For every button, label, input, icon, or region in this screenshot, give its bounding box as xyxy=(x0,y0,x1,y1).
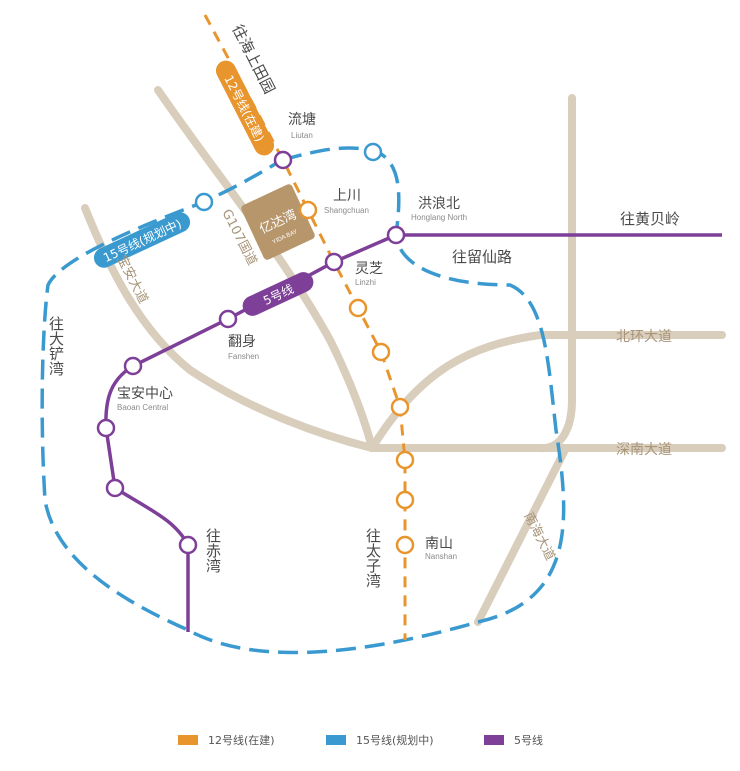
direction-dachanwan: 往大铲湾 xyxy=(47,316,65,376)
direction-chiwan: 往赤湾 xyxy=(204,528,222,573)
legend-label-line12: 12号线(在建) xyxy=(208,734,275,747)
label-shangchuan: 上川 xyxy=(333,188,361,204)
label-linzhi-en: Linzhi xyxy=(355,278,376,287)
station-line12-d[interactable] xyxy=(395,450,415,470)
label-fanshen-en: Fanshen xyxy=(228,352,259,361)
legend-item-line12: 12号线(在建) xyxy=(178,732,275,748)
label-baoan-central-en: Baoan Central xyxy=(117,403,168,412)
station-fanshen[interactable] xyxy=(218,309,238,329)
direction-dachanwan-text: 往大铲湾 xyxy=(47,316,65,376)
project-marker: 亿达湾 YIDA BAY xyxy=(241,184,315,260)
station-shangchuan[interactable] xyxy=(298,200,318,220)
legend-swatch-line12 xyxy=(178,735,198,745)
direction-chiwan-text: 往赤湾 xyxy=(204,528,222,573)
road-vertical xyxy=(536,94,576,453)
label-shangchuan-en: Shangchuan xyxy=(324,206,369,215)
legend-item-line5: 5号线 xyxy=(484,732,543,748)
label-honglangbei: 洪浪北 xyxy=(418,196,460,212)
road-label-beihuan: 北环大道 xyxy=(616,329,672,345)
legend: 12号线(在建) 15号线(规划中) 5号线 xyxy=(0,732,740,752)
legend-item-line15: 15号线(规划中) xyxy=(326,732,434,748)
line15-badge: 15号线(规划中) xyxy=(93,212,191,268)
station-line15-b[interactable] xyxy=(194,192,214,212)
metro-map: 15号线(规划中) 12号线(在建) 5号线 亿达湾 YIDA BAY xyxy=(40,14,726,655)
direction-huangbeiling: 往黄贝岭 xyxy=(620,210,680,228)
label-fanshen: 翻身 xyxy=(228,334,256,350)
label-nanshan: 南山 xyxy=(425,536,453,552)
station-baoan-central[interactable] xyxy=(123,356,143,376)
station-nanshan[interactable] xyxy=(395,535,415,555)
road-ring xyxy=(368,331,726,452)
station-line12-a[interactable] xyxy=(348,298,368,318)
direction-liuxian: 往留仙路 xyxy=(452,248,512,266)
station-line5-c[interactable] xyxy=(178,535,198,555)
station-line12-e[interactable] xyxy=(395,490,415,510)
stations xyxy=(96,142,415,555)
station-liutan[interactable] xyxy=(273,150,293,170)
station-line5-a[interactable] xyxy=(96,418,116,438)
station-line12-b[interactable] xyxy=(371,342,391,362)
line5-route xyxy=(104,233,722,632)
station-line12-c[interactable] xyxy=(390,397,410,417)
station-line15-a[interactable] xyxy=(363,142,383,162)
label-liutan: 流塘 xyxy=(288,112,316,128)
road-label-shennan: 深南大道 xyxy=(616,442,672,458)
label-linzhi: 灵芝 xyxy=(355,261,383,277)
road-nanhai xyxy=(474,444,570,626)
station-line5-b[interactable] xyxy=(105,478,125,498)
direction-taiziwan-text: 往太子湾 xyxy=(364,528,382,588)
direction-taiziwan: 往太子湾 xyxy=(364,528,382,588)
legend-label-line5: 5号线 xyxy=(514,734,543,747)
station-linzhi[interactable] xyxy=(324,252,344,272)
road-g107 xyxy=(154,86,376,452)
label-honglangbei-en: Honglang North xyxy=(411,213,467,222)
road-label-nanhai: 南海大道 xyxy=(520,510,558,564)
label-liutan-en: Liutan xyxy=(291,131,313,140)
legend-swatch-line15 xyxy=(326,735,346,745)
label-baoan-central: 宝安中心 xyxy=(117,386,173,402)
legend-swatch-line5 xyxy=(484,735,504,745)
legend-label-line15: 15号线(规划中) xyxy=(356,734,434,747)
label-nanshan-en: Nanshan xyxy=(425,552,457,561)
station-honglangbei[interactable] xyxy=(386,225,406,245)
